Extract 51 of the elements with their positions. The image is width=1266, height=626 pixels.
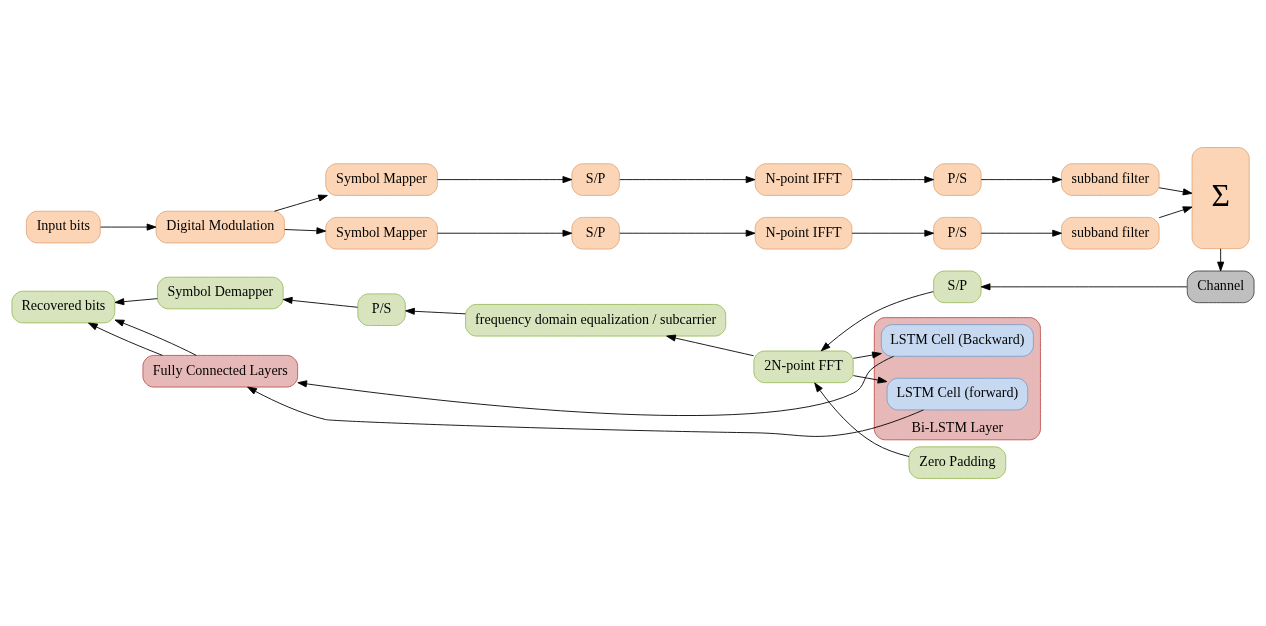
arrow — [852, 375, 888, 384]
node-box: LSTM Cell (Backward) — [880, 324, 1034, 357]
arrow — [980, 283, 1188, 291]
arrow — [88, 322, 163, 356]
node-box: P/S — [357, 293, 406, 326]
arrow — [1158, 187, 1193, 196]
node-box: frequency domain equalization / subcarrier — [465, 304, 727, 337]
node-box: Digital Modulation — [155, 210, 285, 244]
arrow — [405, 307, 466, 315]
arrow — [619, 229, 756, 237]
arrow — [274, 194, 328, 212]
arrow — [814, 382, 910, 457]
node-box: Symbol Mapper — [325, 216, 438, 250]
node-box: N-point IFFT — [754, 163, 853, 196]
arrow — [282, 296, 358, 308]
node-box: Recovered bits — [11, 290, 116, 324]
node-box: Channel — [1186, 270, 1255, 304]
node-box: N-point IFFT — [754, 216, 853, 250]
node-box: 2N-point FFT — [753, 350, 854, 384]
arrow — [1158, 206, 1193, 219]
node-box: subband filter — [1061, 216, 1160, 250]
arrow — [1217, 248, 1225, 272]
arrow — [851, 176, 935, 184]
node-box: subband filter — [1061, 163, 1160, 196]
arrow — [980, 229, 1062, 237]
arrow — [284, 227, 327, 235]
arrow — [980, 176, 1062, 184]
arrow — [851, 229, 935, 237]
arrow — [247, 386, 924, 437]
node-box: Input bits — [26, 210, 101, 244]
node-box: LSTM Cell (forward) — [886, 377, 1029, 411]
node-box: P/S — [933, 216, 982, 250]
arrow — [619, 176, 756, 184]
node-box: S/P — [571, 163, 620, 196]
arrow — [820, 291, 934, 352]
node-box: Σ — [1191, 147, 1250, 250]
arrow — [437, 229, 573, 237]
arrow — [100, 223, 157, 231]
node-box: S/P — [933, 270, 982, 304]
node-box: Symbol Demapper — [157, 276, 284, 310]
arrow — [114, 298, 158, 306]
node-box: Zero Padding — [908, 446, 1007, 479]
arrow — [852, 351, 882, 359]
node-box: Symbol Mapper — [325, 163, 438, 196]
node-box: Fully Connected Layers — [142, 354, 299, 388]
arrow — [437, 176, 573, 184]
arrow — [666, 334, 754, 357]
node-box: P/S — [933, 163, 982, 196]
arrow — [114, 319, 197, 356]
node-box: S/P — [571, 216, 620, 250]
arrow — [297, 355, 895, 416]
